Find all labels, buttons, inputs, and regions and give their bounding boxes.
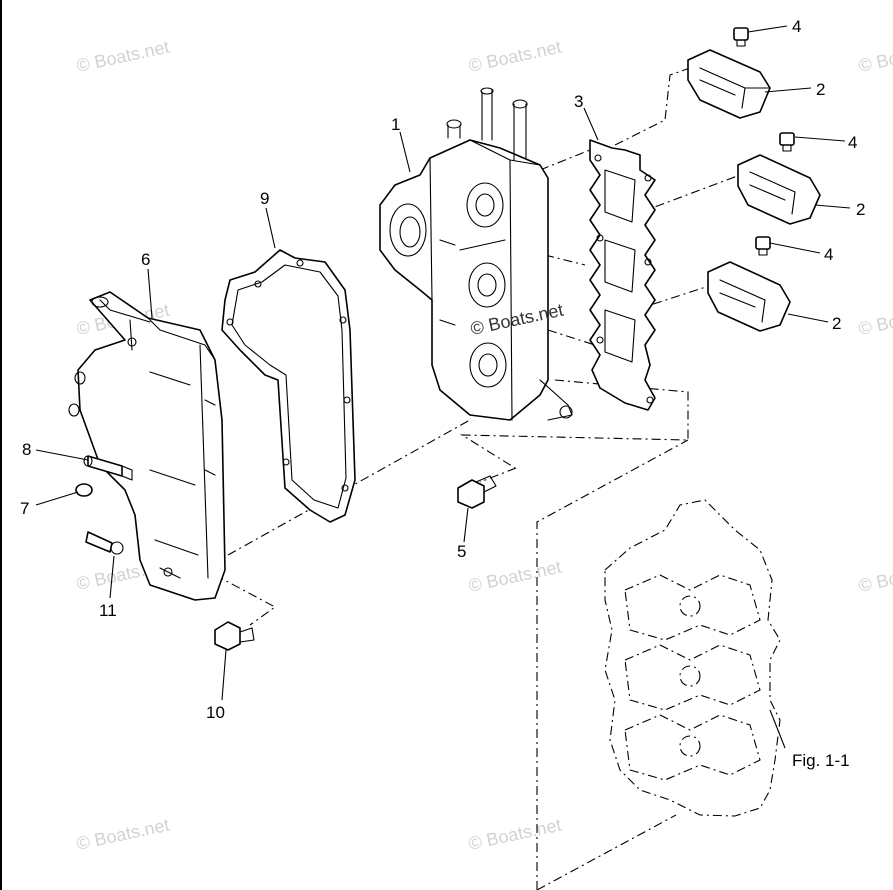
crankcase-reference — [604, 499, 781, 817]
callout-2-top: 2 — [816, 80, 825, 99]
watermark: © Boats.net — [467, 815, 563, 854]
cylinder-head-cover — [68, 291, 226, 601]
pipe-plug — [83, 455, 133, 481]
reed-valve-top — [687, 49, 771, 119]
callouts: 1 2 2 2 3 4 4 4 5 6 7 8 9 10 11 Fig. 1-1 — [20, 17, 865, 770]
callout-4-top: 4 — [792, 17, 801, 36]
callout-9: 9 — [260, 189, 269, 208]
reed-valve-middle — [737, 154, 821, 225]
callout-2-middle: 2 — [856, 200, 865, 219]
callout-2-bottom: 2 — [832, 314, 841, 333]
anode-bolt — [85, 531, 124, 555]
drain-plug-10 — [214, 621, 255, 651]
watermark: © Boats.net — [467, 37, 563, 76]
callout-8: 8 — [22, 440, 31, 459]
callout-3: 3 — [574, 92, 583, 111]
intake-gasket — [589, 139, 656, 411]
drain-plug-5 — [457, 475, 497, 509]
callout-5: 5 — [457, 542, 466, 561]
cylinder-head — [379, 87, 573, 421]
figure-reference-label: Fig. 1-1 — [792, 751, 850, 770]
o-ring — [75, 483, 93, 497]
callout-6: 6 — [141, 250, 150, 269]
bolt-top — [733, 27, 749, 47]
watermark: © Boats.net — [75, 815, 171, 854]
bolt-middle — [779, 132, 795, 152]
reed-valve-bottom — [707, 261, 791, 332]
callout-11: 11 — [99, 601, 117, 620]
callout-4-bottom: 4 — [824, 245, 833, 264]
cover-gasket — [221, 249, 356, 523]
callout-4-middle: 4 — [848, 133, 857, 152]
assembly-lines — [214, 67, 741, 890]
watermark: © Boats.net — [857, 557, 893, 596]
watermark: © Boats.net — [857, 37, 893, 76]
watermark: © Boats.net — [75, 37, 171, 76]
callout-10: 10 — [206, 703, 225, 722]
callout-7: 7 — [20, 499, 29, 518]
page-left-border — [0, 0, 2, 890]
watermark: © Boats.net — [467, 557, 563, 596]
leader-lines — [35, 25, 851, 749]
bolt-bottom — [755, 236, 771, 256]
watermark: © Boats.net — [857, 300, 893, 339]
callout-1: 1 — [391, 115, 400, 134]
